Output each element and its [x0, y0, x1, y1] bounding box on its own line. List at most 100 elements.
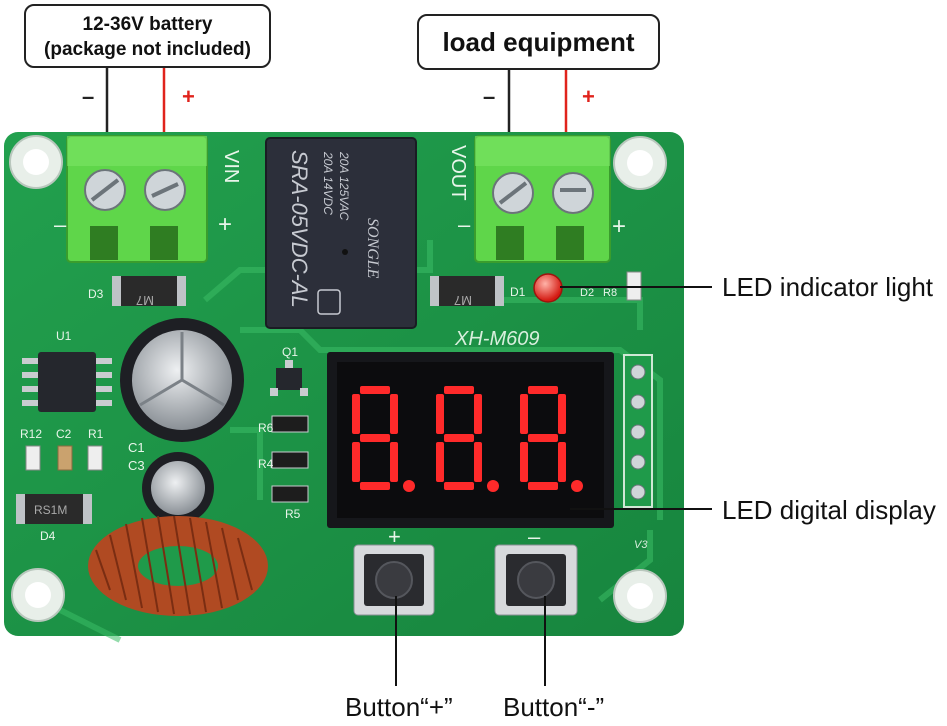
version-silkscreen: V3 [634, 539, 648, 551]
mounting-hole-bl [11, 568, 65, 622]
battery-callout-line1: 12-36V battery [82, 14, 213, 35]
vout-silkscreen: VOUT [447, 145, 469, 201]
label-c3: C3 [128, 458, 145, 473]
label-d2: D2 [580, 287, 594, 299]
screw-icon [552, 172, 594, 214]
diode-d1: M7 [430, 276, 504, 308]
electrolytic-capacitor-c3 [142, 452, 214, 524]
led-indicator-label: LED indicator light [722, 272, 933, 302]
diode-d4: RS1M [16, 494, 92, 524]
display-segment [444, 386, 474, 394]
load-minus-mark: – [483, 84, 496, 109]
relay: SRA-05VDC-AL 20A 14VDC 20A 125VAC SONGLE [265, 137, 417, 329]
display-segment [520, 442, 528, 482]
resistor-r6 [271, 415, 309, 433]
vin-silkscreen: VIN [220, 150, 242, 183]
output-plus-pad: + [612, 213, 626, 240]
display-segment [352, 394, 360, 434]
load-callout-text: load equipment [442, 27, 635, 57]
smd-r12 [25, 445, 41, 471]
display-segment [436, 394, 444, 434]
mounting-hole-tl [9, 135, 63, 189]
display-segment [390, 394, 398, 434]
display-segment [528, 386, 558, 394]
mounting-hole-br [613, 569, 667, 623]
label-r5: R5 [285, 507, 301, 521]
display-segment [352, 442, 360, 482]
display-segment [474, 394, 482, 434]
button-minus[interactable] [494, 544, 578, 616]
label-c1: C1 [128, 440, 145, 455]
label-d4: D4 [40, 529, 56, 543]
screw-icon [84, 169, 126, 211]
smd-r1 [87, 445, 103, 471]
display-decimal-point [403, 480, 415, 492]
led-digital-display [327, 352, 614, 528]
input-minus-pad: – [54, 212, 67, 237]
display-segment [360, 434, 390, 442]
input-plus-pad: + [218, 211, 232, 238]
label-r1: R1 [88, 427, 104, 441]
chip-u1 [22, 352, 112, 412]
display-segment [436, 442, 444, 482]
button-minus-label: Button“-” [503, 692, 605, 722]
screw-icon [492, 172, 534, 214]
load-plus-mark: + [582, 84, 595, 109]
button-plus-silkscreen: + [388, 524, 401, 549]
input-terminal-block [66, 135, 208, 263]
transistor-q1 [270, 360, 308, 396]
display-segment [444, 434, 474, 442]
output-minus-pad: – [458, 212, 471, 237]
label-r4: R4 [258, 457, 274, 471]
button-minus-silkscreen: – [528, 524, 541, 549]
svg-text:M7: M7 [454, 293, 472, 308]
label-u1: U1 [56, 329, 72, 343]
label-c2: C2 [56, 427, 72, 441]
display-segment [558, 394, 566, 434]
relay-rating-2: 20A 125VAC [337, 151, 351, 221]
display-segment [520, 394, 528, 434]
electrolytic-capacitor-c1 [120, 318, 244, 442]
svg-text:RS1M: RS1M [34, 503, 67, 517]
relay-rating-1: 20A 14VDC [321, 151, 335, 215]
resistor-r5 [271, 485, 309, 503]
label-r8: R8 [603, 287, 617, 299]
board-model-silkscreen: XH-M609 [454, 328, 539, 350]
display-segment [360, 482, 390, 490]
inductor-coil [88, 515, 268, 616]
display-segment [444, 482, 474, 490]
battery-callout-line2: (package not included) [44, 39, 251, 60]
display-decimal-point [487, 480, 499, 492]
battery-plus-mark: + [182, 84, 195, 109]
header-pins [623, 354, 653, 508]
button-plus-label: Button“+” [345, 692, 453, 722]
relay-model: SRA-05VDC-AL [287, 150, 312, 308]
led-display-label: LED digital display [722, 495, 936, 525]
output-terminal-block [474, 135, 611, 263]
label-d1: D1 [510, 285, 526, 299]
label-q1: Q1 [282, 345, 298, 359]
label-r6: R6 [258, 421, 274, 435]
display-digits [352, 386, 583, 492]
battery-callout: 12-36V battery (package not included) [24, 4, 271, 68]
mounting-hole-tr [613, 136, 667, 190]
diode-d3: M7 [112, 276, 186, 308]
display-segment [390, 442, 398, 482]
screw-icon [144, 169, 186, 211]
led-indicator [533, 273, 563, 303]
display-decimal-point [571, 480, 583, 492]
resistor-r4 [271, 451, 309, 469]
display-segment [558, 442, 566, 482]
relay-brand: SONGLE [364, 218, 381, 279]
display-segment [528, 482, 558, 490]
button-plus[interactable] [353, 544, 435, 616]
load-callout: load equipment [417, 14, 660, 70]
display-segment [360, 386, 390, 394]
smd-c2 [57, 445, 73, 471]
display-segment [474, 442, 482, 482]
battery-minus-mark: – [82, 84, 95, 109]
label-r12: R12 [20, 427, 42, 441]
label-d3: D3 [88, 287, 104, 301]
